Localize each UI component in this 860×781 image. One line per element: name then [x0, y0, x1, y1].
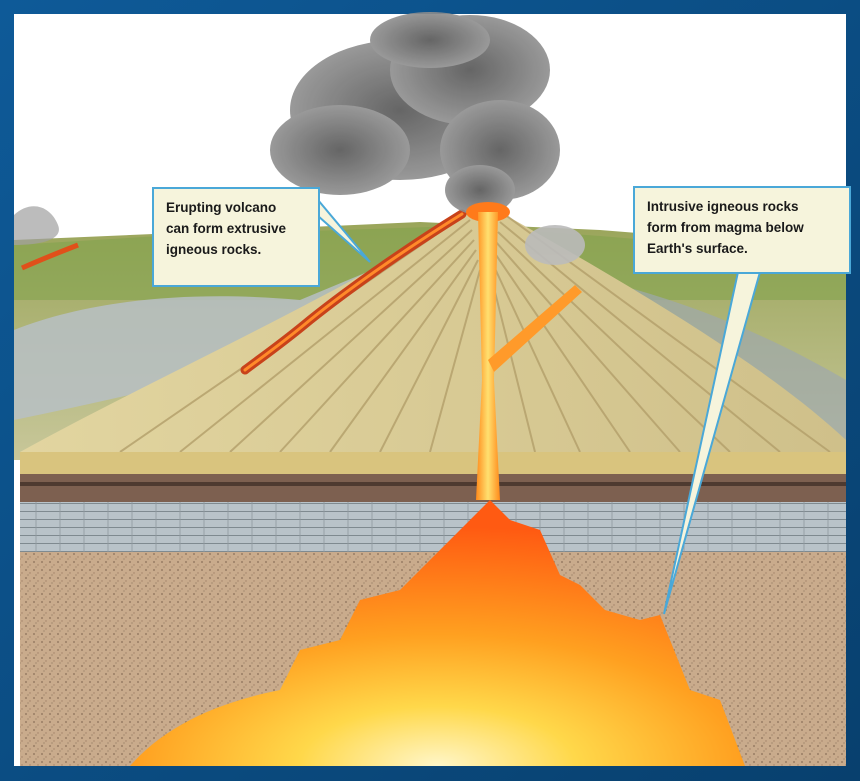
- callout-intrusive-line-3: Earth's surface.: [647, 238, 839, 259]
- callout-intrusive-line-1: Intrusive igneous rocks: [647, 196, 839, 217]
- callout-intrusive-line-2: form from magma below: [647, 217, 839, 238]
- callout-extrusive: Erupting volcano can form extrusive igne…: [152, 187, 320, 287]
- callout-extrusive-line-3: igneous rocks.: [166, 239, 308, 260]
- callout-intrusive: Intrusive igneous rocks form from magma …: [633, 186, 851, 274]
- callout-extrusive-line-1: Erupting volcano: [166, 197, 308, 218]
- callout-extrusive-line-2: can form extrusive: [166, 218, 308, 239]
- stratum-sandstone: [20, 452, 846, 474]
- stratum-dark: [20, 474, 846, 502]
- stratum-limestone: [20, 502, 846, 552]
- stratum-dark-line: [20, 482, 846, 486]
